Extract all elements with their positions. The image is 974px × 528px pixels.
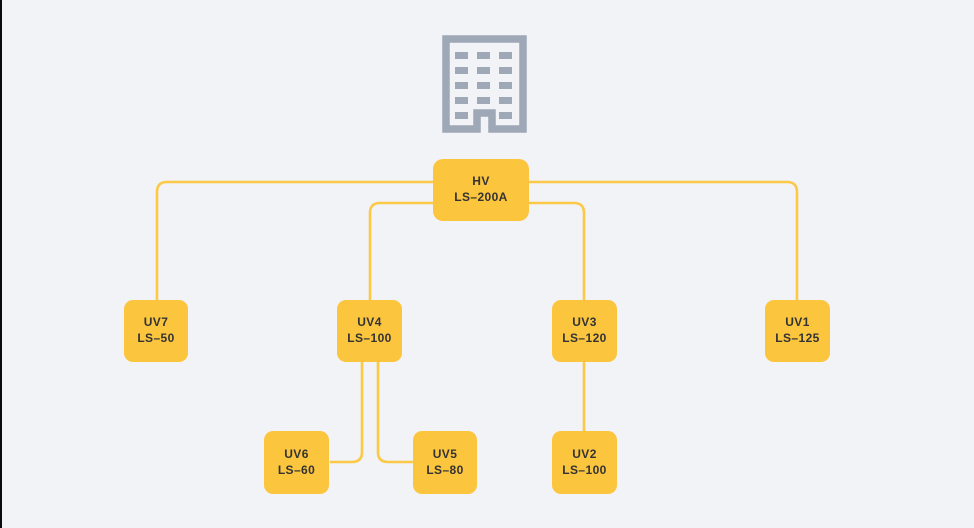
- node-title: UV7: [143, 315, 169, 330]
- node-title: UV4: [357, 315, 382, 330]
- building-windows: [455, 52, 512, 119]
- node-subtitle: LS–80: [426, 462, 464, 477]
- node-title: UV5: [432, 446, 458, 461]
- node-uv3: UV3 LS–120: [552, 300, 617, 362]
- node-subtitle: LS–200A: [454, 190, 508, 204]
- node-uv2: UV2 LS–100: [552, 431, 617, 494]
- building-icon: [442, 35, 527, 133]
- node-uv5: UV5 LS–80: [413, 431, 477, 494]
- node-title: UV2: [572, 446, 597, 461]
- node-title: UV6: [284, 446, 309, 461]
- node-hv: HV LS–200A: [433, 159, 529, 221]
- node-subtitle: LS–50: [137, 331, 175, 345]
- node-uv7: UV7 LS–50: [124, 300, 188, 362]
- node-subtitle: LS–100: [562, 462, 607, 477]
- wire-hv-uv4: [368, 201, 433, 301]
- wire-hv-uv7: [155, 180, 433, 301]
- node-subtitle: LS–125: [775, 331, 820, 345]
- node-title: HV: [472, 174, 490, 189]
- node-title: UV1: [785, 315, 810, 330]
- wire-uv4-uv5: [376, 361, 414, 464]
- node-uv4: UV4 LS–100: [337, 300, 402, 362]
- node-subtitle: LS–100: [347, 331, 392, 345]
- node-subtitle: LS–60: [277, 462, 316, 477]
- node-subtitle: LS–120: [562, 331, 607, 345]
- wire-hv-uv3: [529, 201, 586, 301]
- wire-uv4-uv6: [330, 361, 364, 464]
- node-title: UV3: [572, 315, 597, 330]
- wire-hv-uv1: [529, 180, 799, 301]
- node-uv6: UV6 LS–60: [264, 431, 329, 494]
- node-uv1: UV1 LS–125: [765, 300, 830, 362]
